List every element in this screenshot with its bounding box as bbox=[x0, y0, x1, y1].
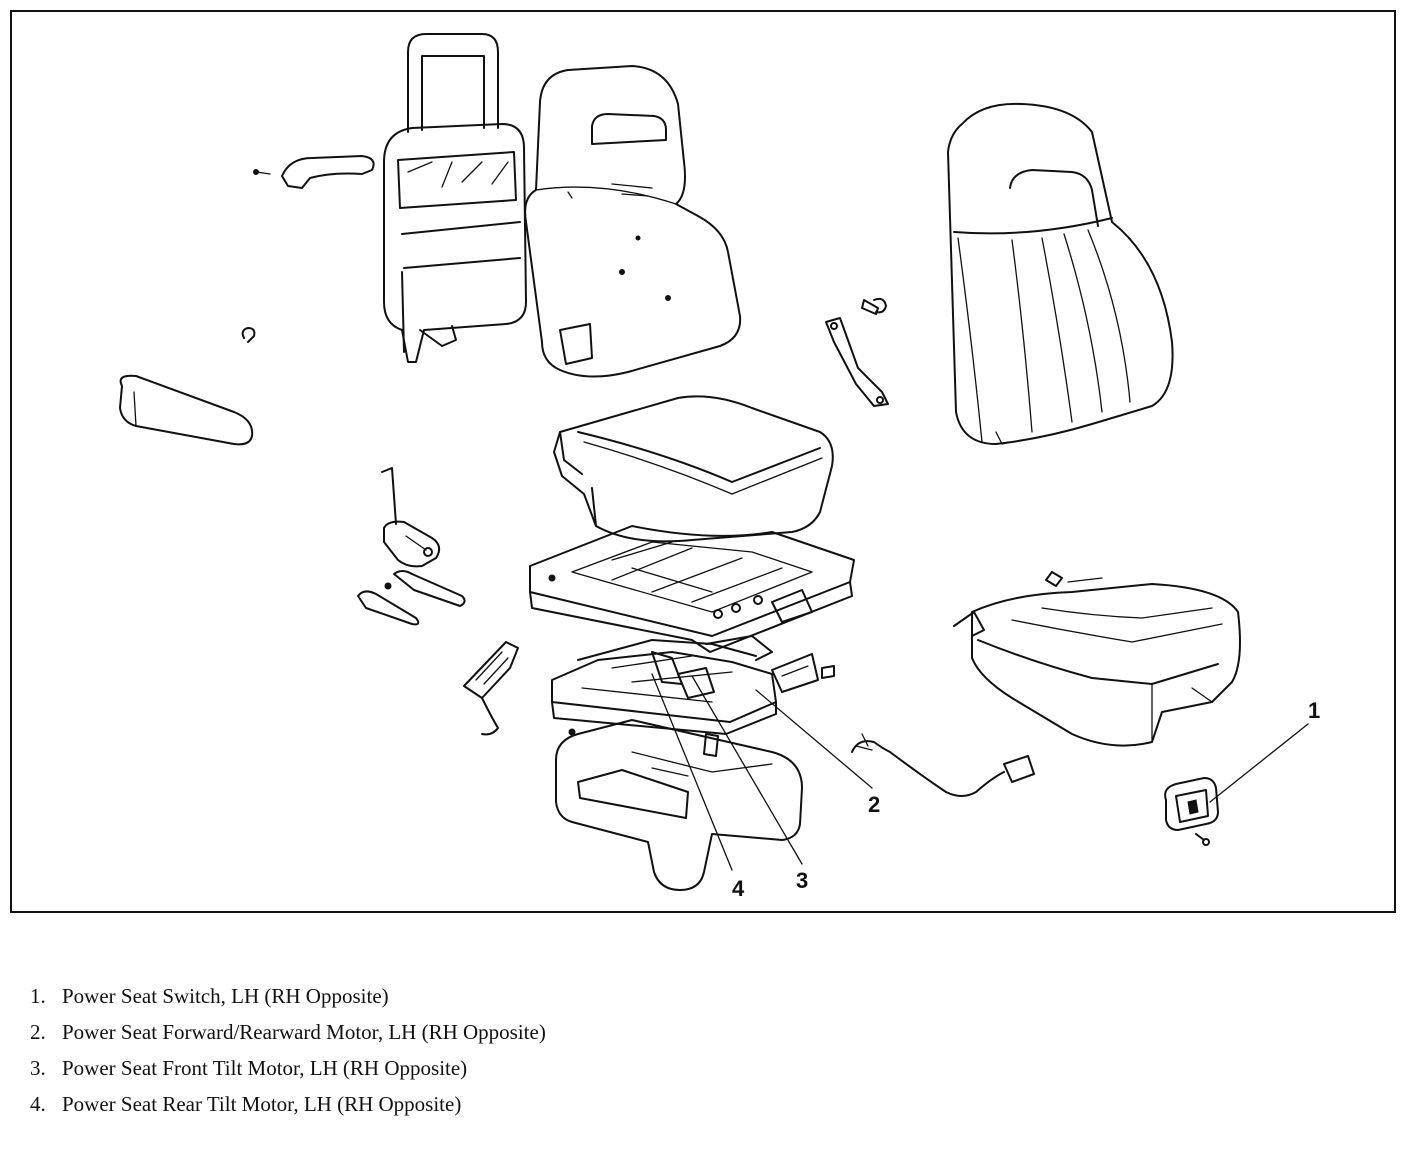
power-seat-switch bbox=[1164, 777, 1219, 846]
legend-item-3: 3. Power Seat Front Tilt Motor, LH (RH O… bbox=[30, 1056, 680, 1085]
seatback-cushion bbox=[947, 102, 1174, 445]
assist-grip bbox=[253, 155, 375, 189]
exploded-seat-diagram: 1 2 3 4 bbox=[119, 33, 1320, 901]
legend-text: Power Seat Forward/Rearward Motor, LH (R… bbox=[62, 1020, 546, 1044]
recliner-mechanism bbox=[357, 467, 466, 626]
legend-number: 3. bbox=[30, 1056, 46, 1080]
legend: 1. Power Seat Switch, LH (RH Opposite) 2… bbox=[30, 984, 680, 1130]
legend-text: Power Seat Rear Tilt Motor, LH (RH Oppos… bbox=[62, 1092, 462, 1116]
callout-4: 4 bbox=[732, 876, 745, 901]
legend-text: Power Seat Front Tilt Motor, LH (RH Oppo… bbox=[62, 1056, 468, 1080]
hinge-bracket bbox=[825, 297, 889, 407]
leader-lines bbox=[651, 673, 1309, 871]
seat-cushion-upper bbox=[553, 395, 834, 543]
seat-pan-frame bbox=[529, 525, 855, 653]
diagram-frame: 1 2 3 4 bbox=[10, 10, 1396, 913]
seat-cushion-lower bbox=[953, 571, 1241, 747]
seatback-panel bbox=[524, 65, 742, 378]
seat-riser-base bbox=[555, 719, 803, 891]
armrest bbox=[119, 374, 254, 446]
wiring-harness bbox=[851, 733, 1035, 797]
callout-3: 3 bbox=[796, 868, 808, 893]
clip-fastener bbox=[241, 327, 256, 343]
callout-1: 1 bbox=[1308, 698, 1320, 723]
seat-adjuster-track bbox=[551, 635, 835, 736]
side-trim bbox=[463, 641, 519, 736]
legend-number: 4. bbox=[30, 1092, 46, 1116]
callout-2: 2 bbox=[868, 792, 880, 817]
legend-item-1: 1. Power Seat Switch, LH (RH Opposite) bbox=[30, 984, 680, 1013]
legend-number: 1. bbox=[30, 984, 46, 1008]
legend-text: Power Seat Switch, LH (RH Opposite) bbox=[62, 984, 389, 1008]
legend-item-4: 4. Power Seat Rear Tilt Motor, LH (RH Op… bbox=[30, 1092, 680, 1121]
legend-item-2: 2. Power Seat Forward/Rearward Motor, LH… bbox=[30, 1020, 680, 1049]
seatback-frame bbox=[383, 33, 527, 363]
legend-number: 2. bbox=[30, 1020, 46, 1044]
